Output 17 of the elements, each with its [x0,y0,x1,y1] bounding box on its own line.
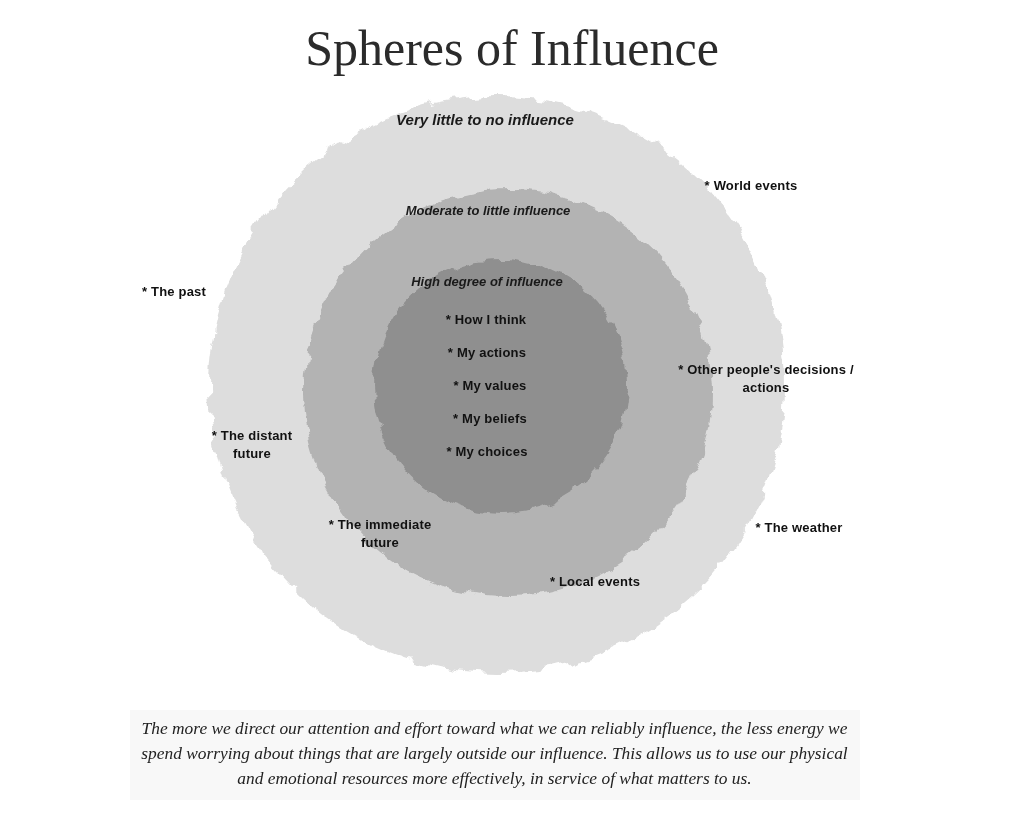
bullet-item: * The past [141,283,207,301]
bullet-item: * Local events [549,573,641,591]
bullet-item: * The distant future [210,427,294,463]
ring-heading: Very little to no influence [396,111,574,129]
bullet-item: * My values [453,377,527,395]
caption-text: The more we direct our attention and effort toward what we can reliably influence, the less energy we spend worrying about things that are largely outside our influence. This allows us to use our physical and emotional resources more effectively, in service of what matters to us. [140,717,849,790]
bullet-item: * My actions [447,344,527,362]
ring-heading: Moderate to little influence [405,202,571,220]
bullet-item: * The weather [755,519,843,537]
title: Spheres of Influence [305,19,719,78]
bullet-item: * Other people's decisions / actions [677,361,855,397]
bullet-item: * The immediate future [327,516,433,552]
bullet-item: * My choices [446,443,528,461]
bullet-item: * My beliefs [453,410,527,428]
bullet-item: * World events [704,177,798,195]
bullet-item: * How I think [445,311,527,329]
ring-heading: High degree of influence [411,273,563,291]
